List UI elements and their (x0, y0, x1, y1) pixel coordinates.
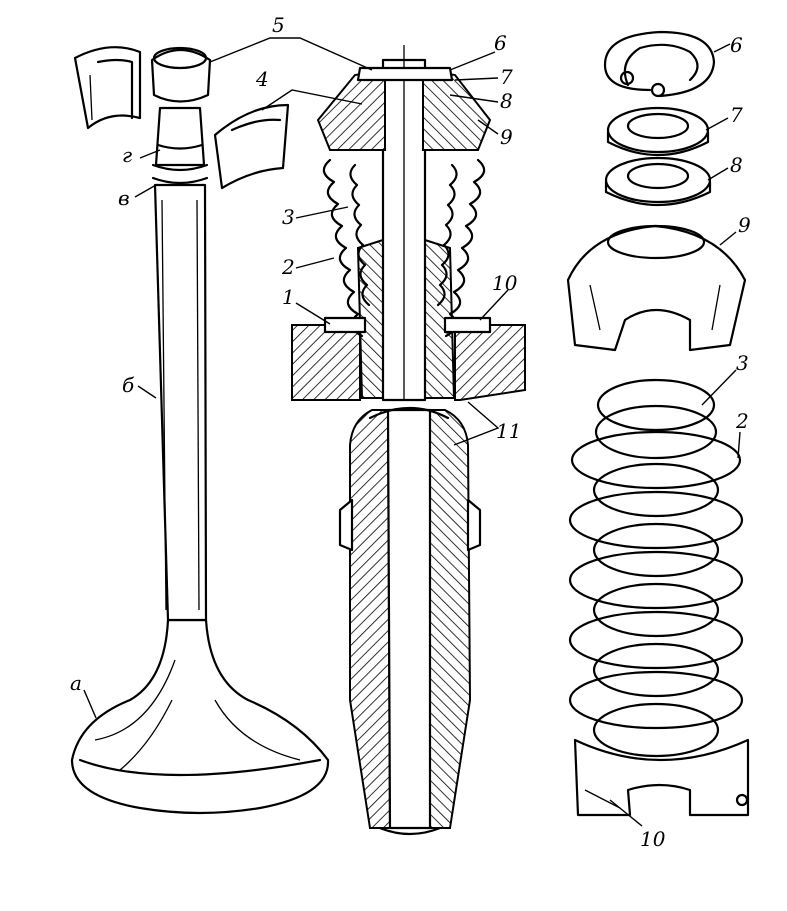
label-washer-lower: 8 (730, 153, 743, 177)
label-inner-spring-section: 3 (282, 205, 295, 229)
label-spring-seat: 10 (640, 827, 666, 851)
label-rotator-body: 9 (738, 213, 751, 237)
label-groove-lower: в (118, 186, 130, 210)
valve-guide-detail (338, 406, 482, 836)
label-outer-spring-section: 2 (281, 255, 295, 279)
assembly-section (291, 45, 526, 402)
label-spring-seat-section: 10 (492, 271, 518, 295)
label-rotator-section: 9 (500, 125, 513, 149)
leader-lines (83, 37, 741, 827)
valve (70, 46, 330, 815)
label-inner-spring: 3 (736, 351, 749, 375)
washer-lower (604, 156, 712, 206)
spring-seat (573, 738, 750, 817)
washer-upper (606, 106, 710, 156)
label-groove-upper: г (122, 143, 132, 167)
label-retaining-ring-section: 6 (494, 31, 507, 55)
label-valve-face: а (70, 671, 82, 695)
spring-stack (568, 378, 744, 758)
label-valve-guide: 11 (496, 419, 521, 443)
label-washer-upper: 7 (730, 103, 743, 127)
label-lock-pieces: 5 (272, 13, 285, 37)
label-retaining-ring: 6 (730, 33, 743, 57)
label-washer-upper-section: 7 (500, 65, 513, 89)
label-cylinder-head: 1 (282, 285, 295, 309)
label-washer-lower-section: 8 (500, 89, 513, 113)
label-outer-spring: 2 (735, 409, 749, 433)
lock-piece-left (73, 46, 142, 130)
spring-coils-right (436, 158, 486, 338)
retaining-ring (603, 30, 716, 98)
label-spring-cap: 4 (255, 67, 269, 91)
label-valve-stem: б (122, 373, 135, 397)
rotator-body (566, 224, 747, 352)
lock-piece-right (213, 103, 290, 190)
spring-coils-left (322, 158, 371, 338)
